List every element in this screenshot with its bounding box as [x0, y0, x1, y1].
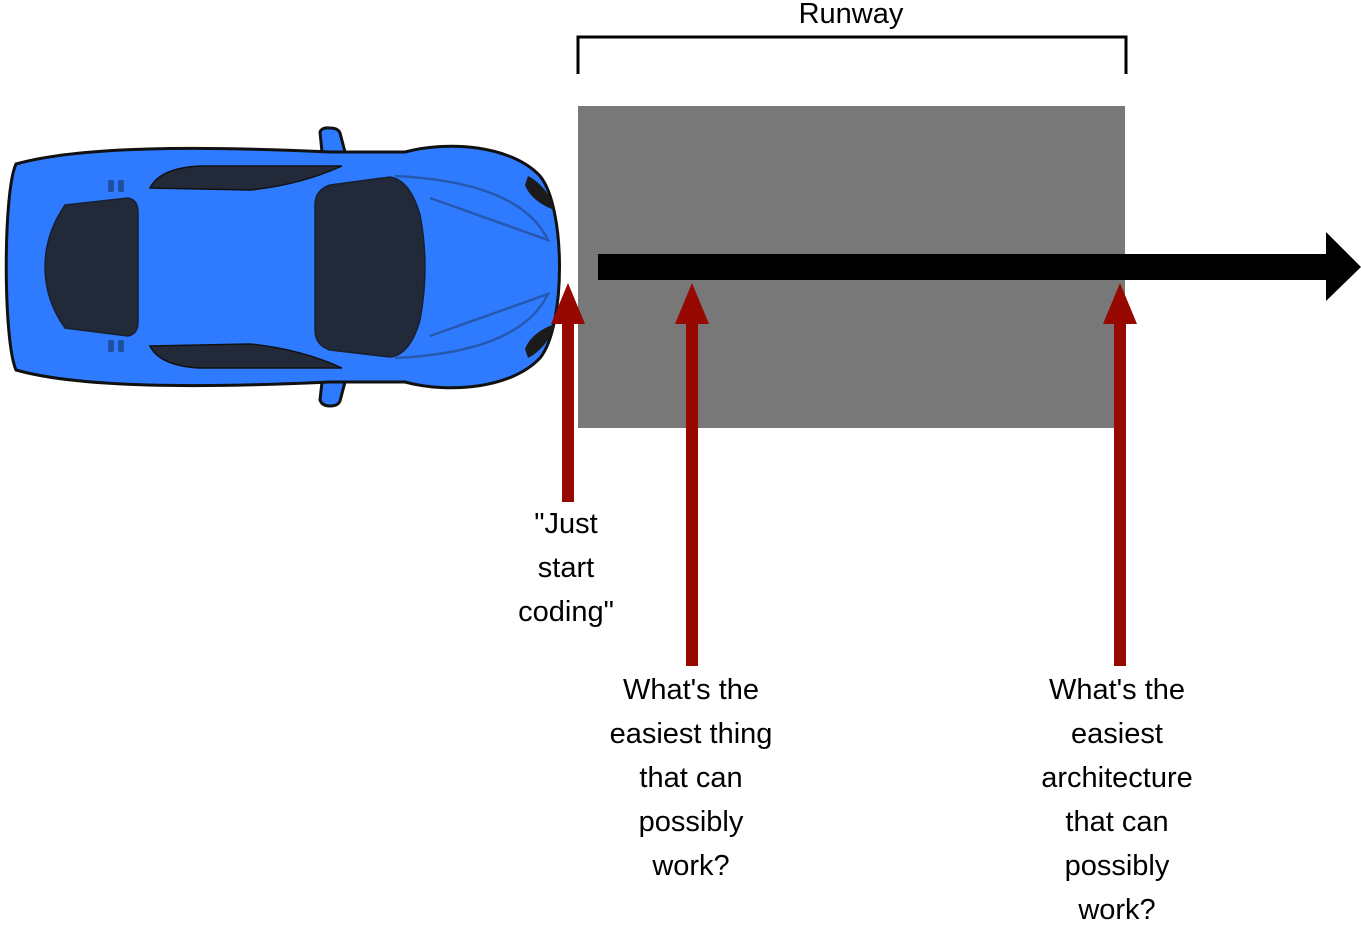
direction-arrow	[598, 232, 1361, 301]
runway-bracket	[576, 35, 1128, 74]
label-easiest-thing: What's the easiest thing that can possib…	[609, 674, 773, 882]
car-icon	[4, 126, 561, 408]
marker-arrow-easiest-architecture	[1103, 283, 1137, 666]
marker-arrow-easiest-thing	[675, 283, 709, 666]
label-easiest-architecture: What's the easiest architecture that can…	[1041, 674, 1193, 926]
runway-label: Runway	[798, 0, 904, 30]
label-just-start-coding: "Just start coding"	[518, 508, 614, 628]
marker-arrow-just-start-coding	[551, 283, 585, 502]
